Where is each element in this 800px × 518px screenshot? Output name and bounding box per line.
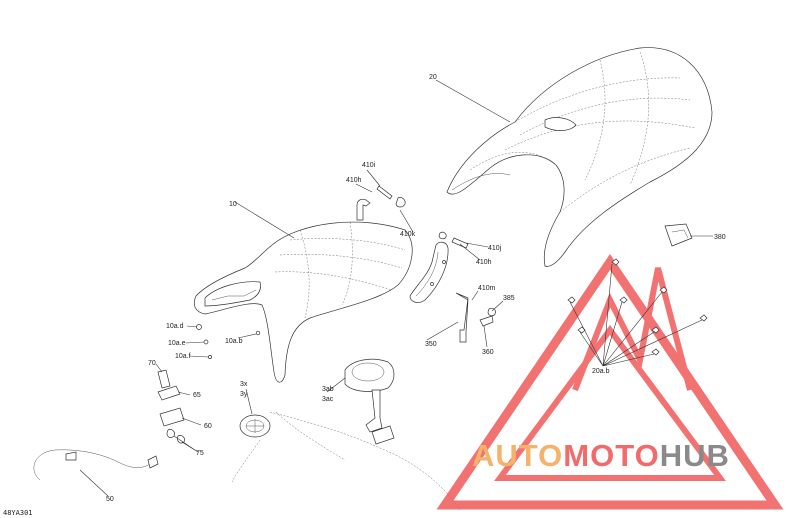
label-410h-top: 410h [346,177,362,184]
label-385: 385 [503,295,515,302]
passenger-seat [446,47,713,267]
label-20: 20 [429,74,437,81]
watermark-m-glyph [572,267,693,392]
seat-controller [239,414,271,438]
label-10a-b: 10a.b [225,338,243,345]
label-10a-e: 10a.e [168,340,186,347]
label-410j: 410j [488,245,502,252]
watermark-text: AUTOMOTOHUB [472,438,730,473]
watermark-word-hub: HUB [660,438,730,473]
watermark-word-auto: AUTO [472,438,563,473]
label-3ac: 3ac [322,396,334,403]
seat-bracket [409,241,449,303]
fasteners-20ab [567,258,708,367]
label-410h-bot: 410h [476,259,492,266]
label-70: 70 [148,360,156,367]
label-380: 380 [714,234,726,241]
watermark-triangle-outer [436,253,784,510]
label-10: 10 [229,201,237,208]
label-410m: 410m [478,285,496,292]
cable [33,449,159,481]
label-50: 50 [106,496,114,503]
label-10a-f: 10a.f [175,353,191,360]
hardware-410 [376,185,693,343]
label-75: 75 [196,450,204,457]
label-350: 350 [425,341,437,348]
label-3ab: 3ab [322,386,334,393]
label-10a-d: 10a.d [166,323,184,330]
wire-harness [231,411,461,511]
label-410k: 410k [400,231,416,238]
label-65: 65 [193,392,201,399]
part-labels: 20 10 410i 410h 410k 410j 410h 410m 385 … [3,74,726,517]
watermark-triangle-inner [494,324,726,481]
heating-module [344,358,395,445]
label-20a-b: 20a.b [592,368,610,375]
rider-seat [193,198,413,383]
label-3y: 3y [240,391,248,398]
label-60: 60 [204,423,212,430]
reference-code: 48YA301 [3,509,33,517]
hardware-lower [157,324,261,444]
watermark-word-moto: MOTO [563,438,659,473]
label-3x: 3x [240,381,248,388]
leader-lines [79,79,713,497]
label-360: 360 [482,349,494,356]
watermark-logo [436,253,784,510]
label-410i: 410i [362,162,376,169]
